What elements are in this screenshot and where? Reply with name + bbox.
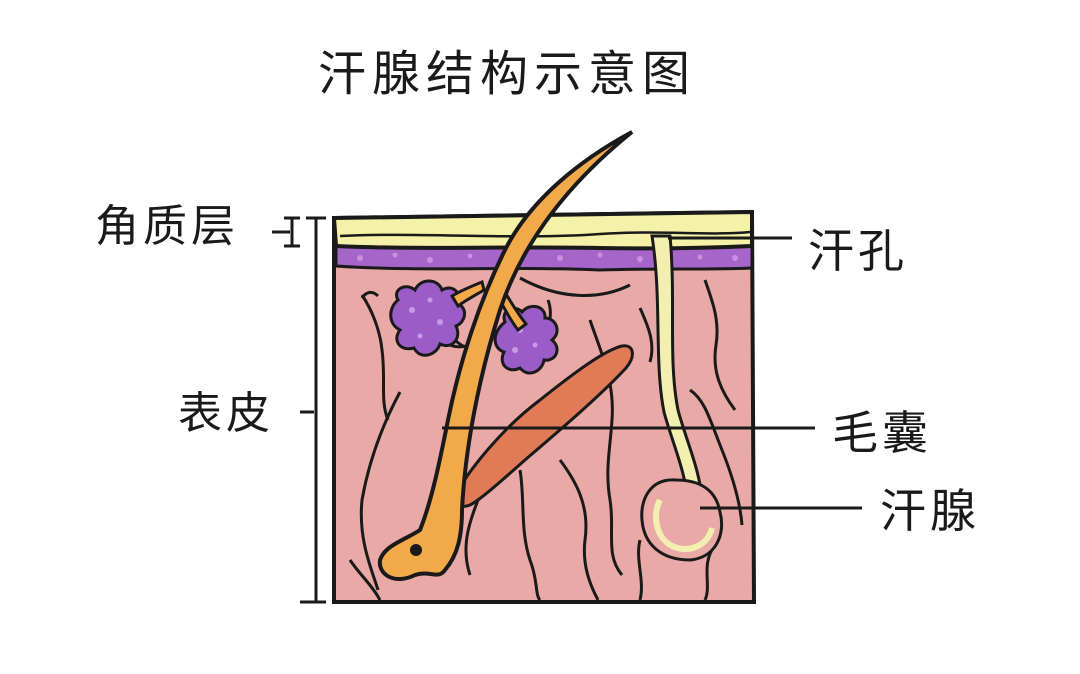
hair-bulb-dot	[410, 544, 422, 556]
hair-shaft	[377, 130, 634, 581]
diagram-title: 汗腺结构示意图	[318, 46, 697, 102]
label-sweat-gland: 汗腺	[880, 484, 980, 538]
label-hair-follicle: 毛囊	[832, 406, 932, 460]
sweat-gland-inner	[653, 498, 715, 552]
label-epidermis: 表皮	[178, 388, 274, 439]
pointer-lines	[442, 236, 862, 510]
gland-cluster-right	[493, 304, 559, 375]
gland-duct-left	[449, 279, 486, 309]
purple-layer-dots	[357, 252, 738, 263]
gland-cluster-left	[389, 279, 466, 357]
stratum-corneum-layer	[331, 209, 754, 251]
left-brackets	[272, 216, 326, 604]
gland-duct-right	[498, 291, 529, 333]
arrector-muscle	[453, 344, 634, 508]
gland-cluster-dots	[409, 297, 538, 353]
label-sweat-pore: 汗孔	[808, 224, 908, 278]
label-stratum-corneum: 角质层	[95, 201, 239, 252]
stratum-inner-line	[339, 230, 751, 238]
